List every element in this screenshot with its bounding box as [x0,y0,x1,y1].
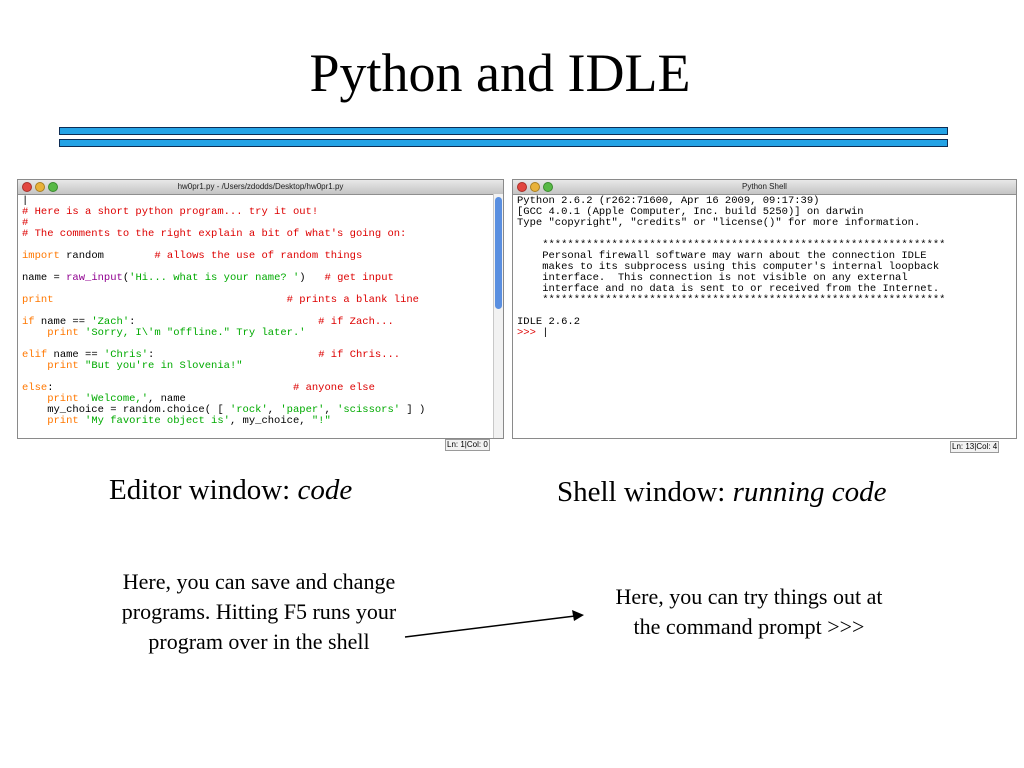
shell-title: Python Shell [742,182,787,191]
slide-title: Python and IDLE [309,43,691,103]
minimize-icon[interactable] [530,182,540,192]
shell-output-area[interactable]: Python 2.6.2 (r262:71600, Apr 16 2009, 0… [517,195,946,339]
shell-titlebar[interactable]: Python Shell [513,180,1016,195]
editor-scrollbar[interactable] [493,194,503,438]
editor-title: hw0pr1.py - /Users/zdodds/Desktop/hw0pr1… [177,182,344,191]
close-icon[interactable] [22,182,32,192]
zoom-icon[interactable] [48,182,58,192]
shell-prompt[interactable]: >>> [517,327,543,339]
editor-titlebar[interactable]: hw0pr1.py - /Users/zdodds/Desktop/hw0pr1… [18,180,503,195]
editor-window[interactable]: hw0pr1.py - /Users/zdodds/Desktop/hw0pr1… [17,179,504,439]
editor-caption: Editor window: code [109,474,353,506]
shell-status-bar: Ln: 13|Col: 4 [950,441,1000,453]
arrow-line [404,615,576,638]
editor-scroll-thumb[interactable] [495,197,502,309]
minimize-icon[interactable] [35,182,45,192]
arrow-head-icon [572,610,584,621]
zoom-icon[interactable] [543,182,553,192]
close-icon[interactable] [517,182,527,192]
shell-window[interactable]: Python Shell Python 2.6.2 (r262:71600, A… [512,179,1017,439]
editor-description: Here, you can save and change programs. … [121,569,397,654]
editor-code-area[interactable]: | # Here is a short python program... tr… [22,195,426,427]
shell-caption: Shell window: running code [557,476,887,508]
shell-description: Here, you can try things out at the comm… [615,584,883,639]
title-rule-bottom [59,139,948,147]
title-rule-top [59,127,948,135]
editor-status-bar: Ln: 1|Col: 0 [445,439,490,451]
